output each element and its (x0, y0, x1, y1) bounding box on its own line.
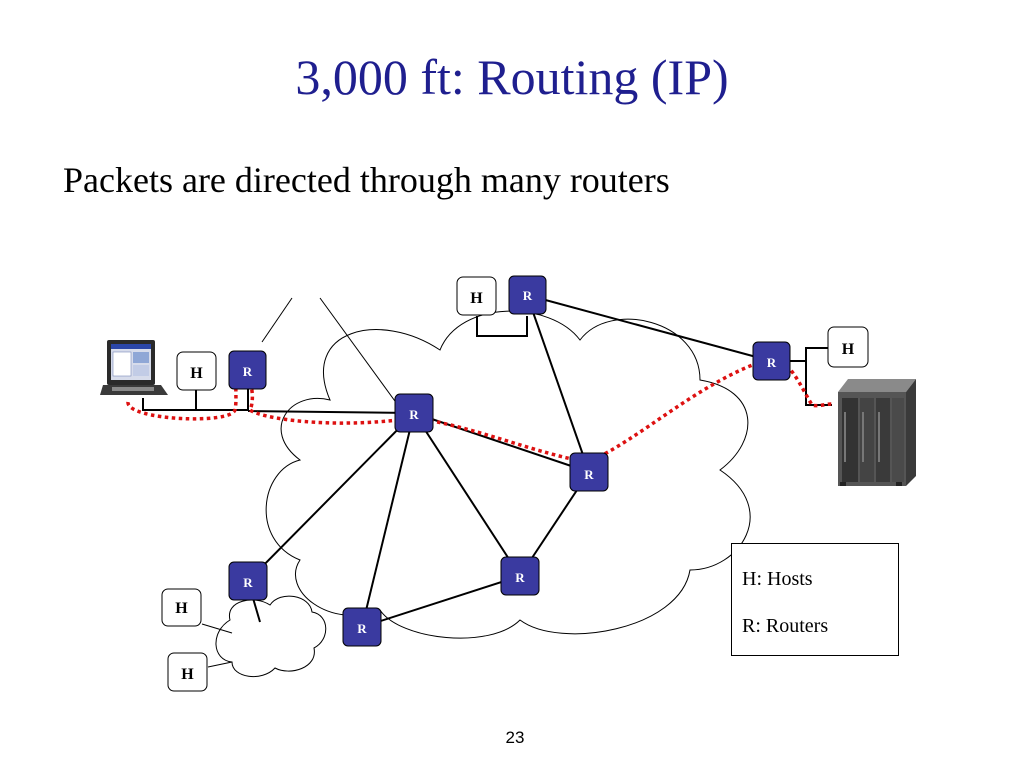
router-node: R (394, 393, 434, 433)
legend-routers: R: Routers (742, 615, 829, 637)
host-node: H (161, 588, 202, 627)
router-node: R (228, 350, 267, 390)
router-node-label: R (584, 467, 594, 482)
router-node: R (569, 452, 609, 492)
router-node: R (342, 607, 382, 647)
small-cloud-icon (215, 595, 327, 678)
host-node-label: H (470, 290, 483, 307)
router-node-label: R (515, 570, 525, 585)
page-number: 23 (505, 728, 525, 747)
legend-hosts: H: Hosts (742, 568, 813, 590)
router-node: R (500, 556, 540, 596)
legend-box: H: Hosts R: Routers (731, 543, 899, 656)
host-node: H (827, 326, 869, 368)
router-node-label: R (409, 407, 419, 422)
host-node-label: H (190, 365, 203, 382)
host-node: H (176, 351, 217, 391)
host-node-label: H (842, 341, 855, 358)
router-node-label: R (243, 575, 253, 590)
thin-connection-lines (201, 297, 401, 668)
router-node: R (508, 275, 547, 315)
host-node-label: H (175, 600, 188, 617)
router-node-label: R (523, 288, 533, 303)
router-node-label: R (243, 364, 253, 379)
host-node: H (456, 276, 497, 316)
laptop-icon (100, 340, 168, 395)
host-node-label: H (181, 666, 194, 683)
slide-subtitle: Packets are directed through many router… (63, 160, 670, 200)
router-node: R (752, 341, 791, 381)
router-node-label: R (767, 355, 777, 370)
host-node: H (167, 652, 208, 692)
server-icon (838, 379, 916, 486)
router-node: R (228, 561, 268, 601)
router-node-label: R (357, 621, 367, 636)
slide-title: 3,000 ft: Routing (IP) (295, 49, 729, 105)
